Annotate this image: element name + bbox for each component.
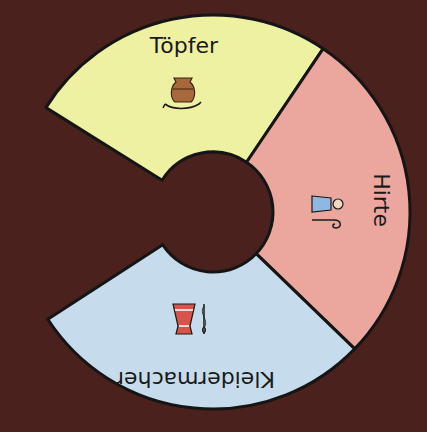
label-holder: Kleidermacher (115, 367, 275, 391)
dress-icon (173, 304, 206, 334)
segment-label: Kleidermacher (115, 367, 275, 391)
segment-label: Hirte (368, 173, 392, 227)
label-holder: Töpfer (150, 34, 218, 58)
label-holder: Hirte (368, 173, 392, 227)
pot-icon (163, 78, 201, 109)
segment-label: Töpfer (150, 34, 218, 58)
shepherd-icon (312, 196, 343, 228)
